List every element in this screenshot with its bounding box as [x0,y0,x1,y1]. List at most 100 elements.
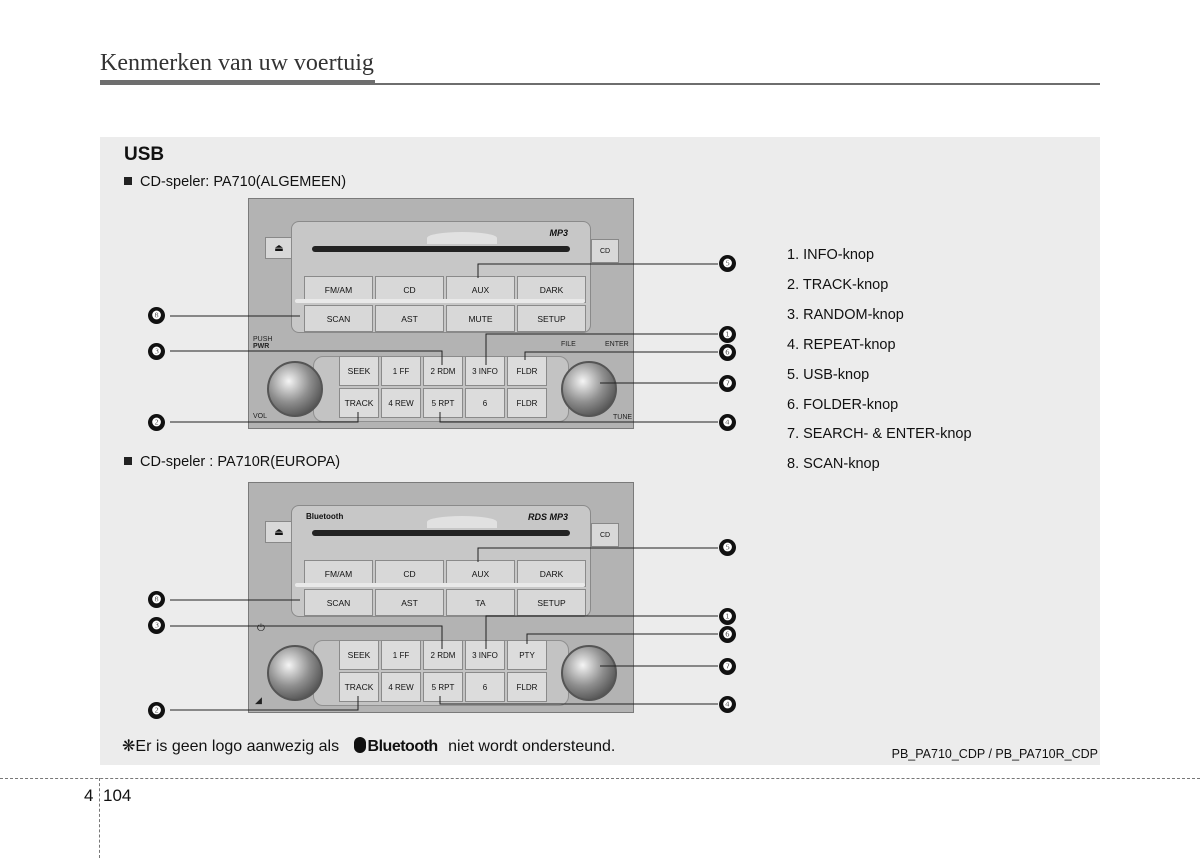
cd-mode-button: CD [375,560,444,587]
dark-button: DARK [517,276,586,303]
legend-item: 5. USB-knop [787,366,870,383]
ff-button: 1 FF [381,640,421,670]
legend-item: 7. SEARCH- & ENTER-knop [787,426,972,443]
ast-button: AST [375,589,444,616]
vol-label: VOL [253,413,268,420]
badge-8: ❽ [148,591,165,608]
badge-3: ❸ [148,343,165,360]
volume-knob [267,645,323,701]
header-rule-dark [100,80,375,85]
volume-ramp-icon: ◢ [255,695,262,705]
cd-eject-button: CD [591,239,619,263]
section-title: USB [124,144,165,165]
rdm-button: 2 RDM [423,640,463,670]
mp3-logo: MP3 [549,228,568,238]
info-button: 3 INFO [465,640,505,670]
eject-button: ⏏ [265,237,293,259]
footer-dash-divider [99,778,100,858]
badge-2: ❷ [148,702,165,719]
radio-unit-pa710: ⏏ MP3 FM/AM CD AUX DARK SCAN AST MUTE SE… [248,198,634,429]
note-prefix: ❋Er is geen logo aanwezig als [122,738,340,755]
folder-down-button: FLDR [507,388,547,418]
cd-slot [312,530,570,536]
footer-dash-rule [0,778,1200,779]
bullet-square-icon [124,457,132,465]
bluetooth-logo: Bluetooth [306,512,344,521]
volume-knob [267,361,323,417]
badge-6: ❻ [719,344,736,361]
legend-item: 2. TRACK-knop [787,276,889,293]
cd-slot [312,246,570,252]
rds-mp3-logo: RDS MP3 [527,512,568,522]
folder-down-button: FLDR [507,672,547,702]
scan-button: SCAN [304,589,373,616]
chapter-number: 4 [84,786,94,805]
caption-text: CD-speler : PA710R(EUROPA) [140,454,341,470]
badge-4: ❹ [719,414,736,431]
tune-knob [561,361,617,417]
preset-6-button: 6 [465,672,505,702]
folder-up-button: FLDR [507,356,547,386]
player2-caption: CD-speler : PA710R(EUROPA) [124,454,340,470]
mode-button-grid: FM/AM CD AUX DARK SCAN AST TA SETUP [304,560,586,616]
eject-icon: ⏏ [274,526,284,538]
rdm-button: 2 RDM [423,356,463,386]
badge-1: ❶ [719,608,736,625]
legend-item: 1. INFO-knop [787,247,875,263]
bluetooth-icon [353,737,366,753]
info-button: 3 INFO [465,356,505,386]
radio-unit-pa710r: ⏏ Bluetooth RDS MP3 FM/AM CD AUX DARK SC… [248,482,634,713]
eject-icon: ⏏ [274,242,284,254]
chrome-rail [295,299,585,303]
bluetooth-brand: Bluetooth [353,737,439,755]
track-button: TRACK [339,672,379,702]
legend-item: 8. SCAN-knop [787,456,880,473]
scan-button: SCAN [304,305,373,332]
track-button: TRACK [339,388,379,418]
badge-7: ❼ [719,375,736,392]
setup-button: SETUP [517,305,586,332]
note-suffix: niet wordt ondersteund. [448,738,616,755]
cd-deck: Bluetooth RDS MP3 FM/AM CD AUX DARK SCAN… [291,505,591,617]
rpt-button: 5 RPT [423,388,463,418]
badge-3: ❸ [148,617,165,634]
legend-item: 4. REPEAT-knop [787,336,896,353]
cd-eject-button: CD [591,523,619,547]
legend-item: 3. RANDOM-knop [787,306,904,323]
badge-7: ❼ [719,658,736,675]
disc-lip [427,232,497,244]
eject-button: ⏏ [265,521,293,543]
legend-item: 6. FOLDER-knop [787,396,899,413]
figure-code: PB_PA710_CDP / PB_PA710R_CDP [891,747,1098,761]
power-icon: ⏻ [257,623,265,634]
bluetooth-note: ❋Er is geen logo aanwezig als Bluetooth … [122,736,615,756]
figure-panel: USB CD-speler: PA710(ALGEMEEN) ⏏ MP3 FM/… [100,137,1100,765]
badge-6: ❻ [719,626,736,643]
setup-button: SETUP [517,589,586,616]
badge-8: ❽ [148,307,165,324]
seek-button: SEEK [339,640,379,670]
badge-5: ❺ [719,539,736,556]
bluetooth-brand-text: Bluetooth [367,738,439,755]
pty-button: PTY [507,640,547,670]
mode-button-grid: FM/AM CD AUX DARK SCAN AST MUTE SETUP [304,276,586,332]
ff-button: 1 FF [381,356,421,386]
seek-button: SEEK [339,356,379,386]
bullet-square-icon [124,177,132,185]
legend-list: 1. INFO-knop 2. TRACK-knop 3. RANDOM-kno… [787,241,972,480]
aux-button: AUX [446,560,515,587]
preset-6-button: 6 [465,388,505,418]
pwr-label: PWR [253,343,270,350]
badge-2: ❷ [148,414,165,431]
tune-knob [561,645,617,701]
control-button-grid: SEEK 1 FF 2 RDM 3 INFO FLDR TRACK 4 REW … [339,356,547,418]
disc-lip [427,516,497,528]
enter-label: ENTER [605,341,629,348]
caption-text: CD-speler: PA710(ALGEMEEN) [140,174,347,190]
ta-button: TA [446,589,515,616]
badge-4: ❹ [719,696,736,713]
tune-label: TUNE [613,414,633,421]
mute-button: MUTE [446,305,515,332]
page-header-title: Kenmerken van uw voertuig [100,50,374,76]
header-rule [375,83,1100,85]
